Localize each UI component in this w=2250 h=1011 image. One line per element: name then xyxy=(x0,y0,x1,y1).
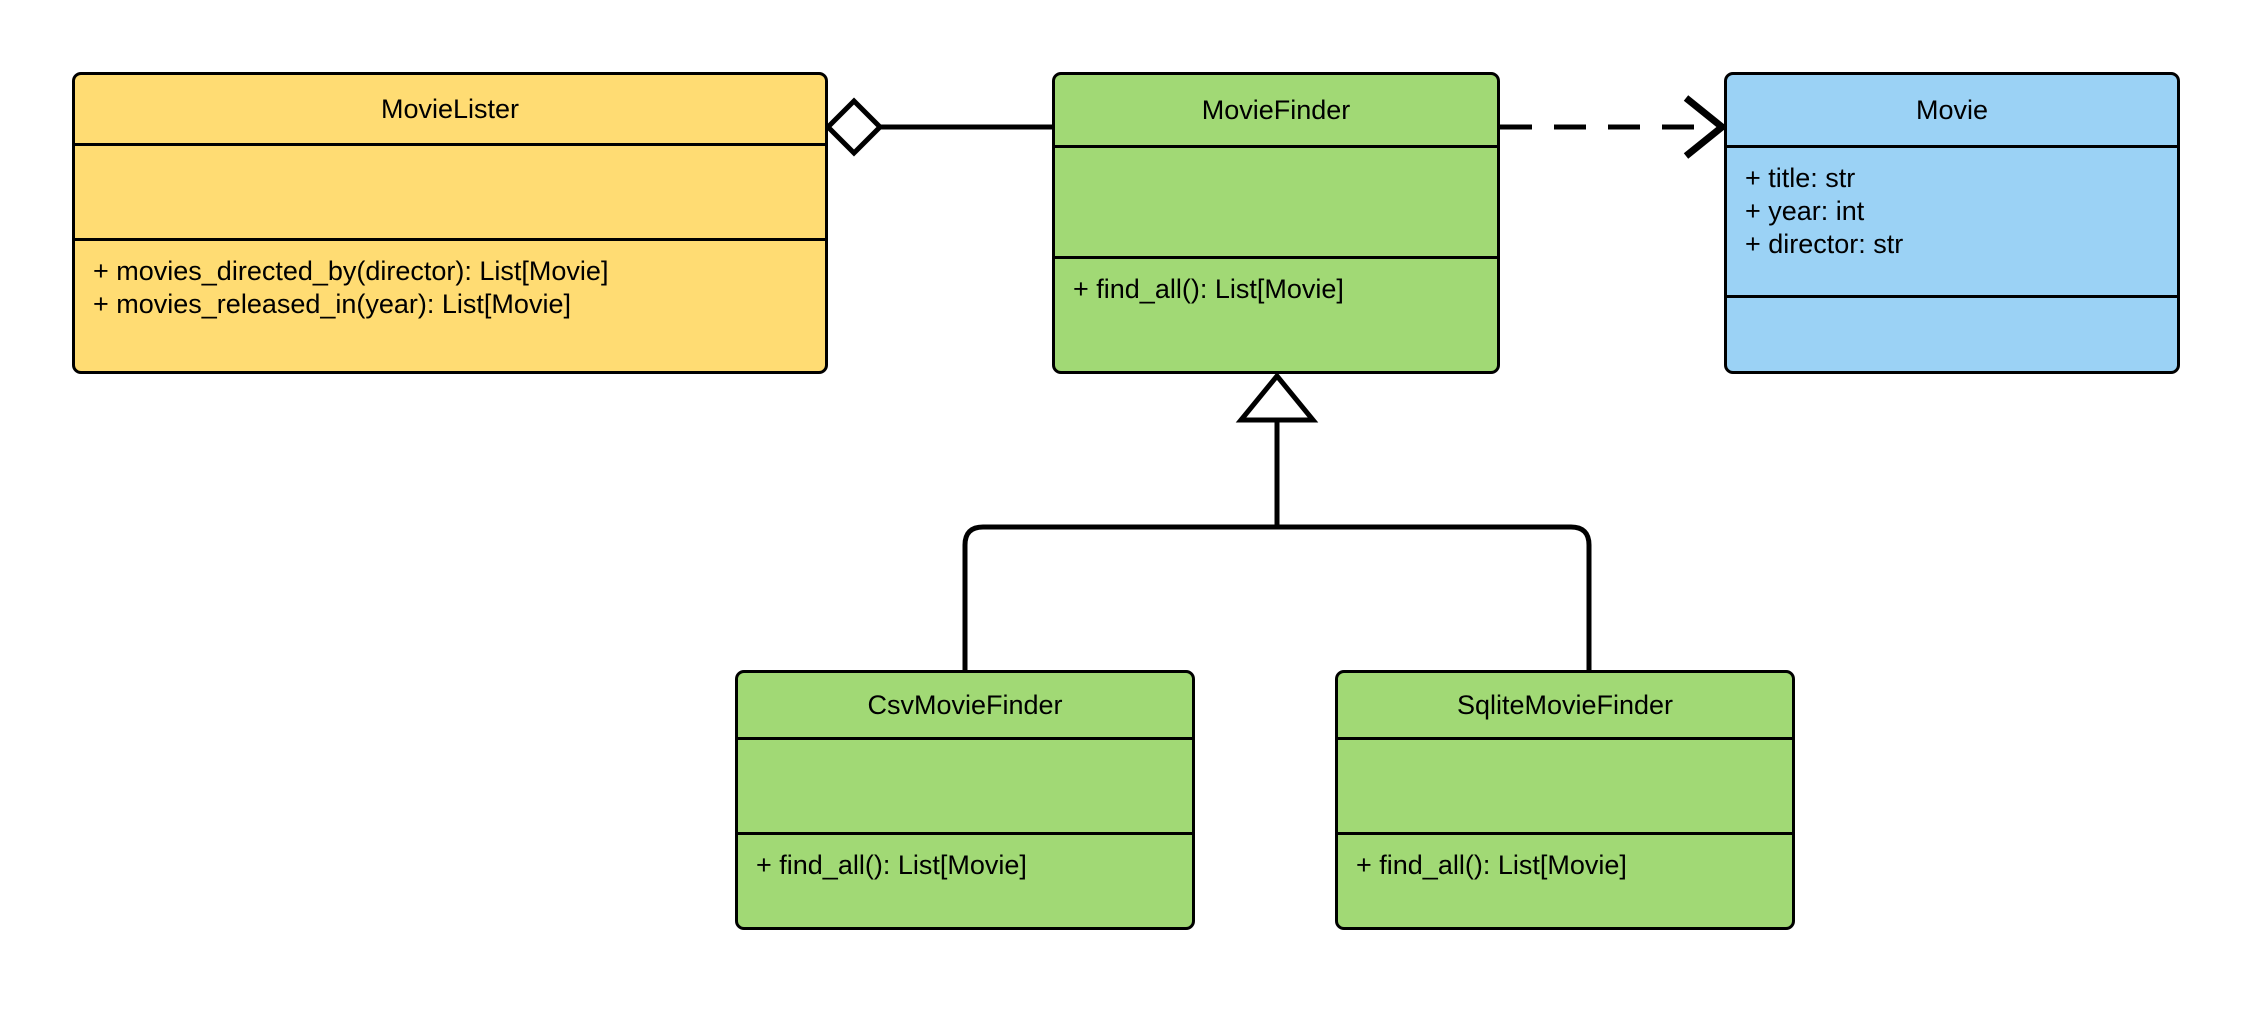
class-title: MovieLister xyxy=(380,93,520,124)
attributes-compartment xyxy=(1338,740,1792,836)
attributes-compartment xyxy=(1055,148,1497,260)
attributes-compartment xyxy=(738,740,1192,836)
class-name-compartment: MovieLister xyxy=(75,75,825,147)
attribute-item: + year: int xyxy=(1745,196,1865,227)
class-name-compartment: SqliteMovieFinder xyxy=(1338,673,1792,741)
class-box-movie-lister[interactable]: MovieLister + movies_directed_by(directo… xyxy=(72,72,828,374)
class-title: SqliteMovieFinder xyxy=(1456,689,1674,720)
hollow-diamond-marker xyxy=(824,97,884,157)
hollow-triangle-marker xyxy=(1235,372,1319,423)
open-arrow-marker xyxy=(1683,95,1728,159)
operation-item: + find_all(): List[Movie] xyxy=(756,850,1027,881)
class-title: Movie xyxy=(1915,94,1989,125)
operations-compartment: + movies_directed_by(director): List[Mov… xyxy=(75,241,825,371)
class-title: MovieFinder xyxy=(1201,94,1351,125)
operations-compartment xyxy=(1727,298,2177,371)
attribute-item: + title: str xyxy=(1745,163,1856,194)
operations-compartment: + find_all(): List[Movie] xyxy=(1055,259,1497,371)
class-name-compartment: CsvMovieFinder xyxy=(738,673,1192,741)
edge-aggregation-lister-finder xyxy=(824,97,1052,157)
class-box-movie-finder[interactable]: MovieFinder + find_all(): List[Movie] xyxy=(1052,72,1500,374)
edge-dependency-finder-movie xyxy=(1500,95,1728,159)
class-title: CsvMovieFinder xyxy=(867,689,1063,720)
operation-item: + find_all(): List[Movie] xyxy=(1356,850,1627,881)
class-box-csv-movie-finder[interactable]: CsvMovieFinder + find_all(): List[Movie] xyxy=(735,670,1195,930)
operation-item: + movies_released_in(year): List[Movie] xyxy=(93,289,571,320)
class-box-movie[interactable]: Movie + title: str + year: int + directo… xyxy=(1724,72,2180,374)
operation-item: + movies_directed_by(director): List[Mov… xyxy=(93,256,609,287)
attribute-item: + director: str xyxy=(1745,229,1904,260)
class-name-compartment: MovieFinder xyxy=(1055,75,1497,149)
generalization-branch-bus xyxy=(962,524,1592,670)
edge-generalization-subclasses-finder xyxy=(962,372,1592,670)
attributes-compartment: + title: str + year: int + director: str xyxy=(1727,148,2177,298)
class-name-compartment: Movie xyxy=(1727,75,2177,149)
operations-compartment: + find_all(): List[Movie] xyxy=(738,835,1192,927)
operations-compartment: + find_all(): List[Movie] xyxy=(1338,835,1792,927)
attributes-compartment xyxy=(75,146,825,242)
class-box-sqlite-movie-finder[interactable]: SqliteMovieFinder + find_all(): List[Mov… xyxy=(1335,670,1795,930)
operation-item: + find_all(): List[Movie] xyxy=(1073,274,1344,305)
